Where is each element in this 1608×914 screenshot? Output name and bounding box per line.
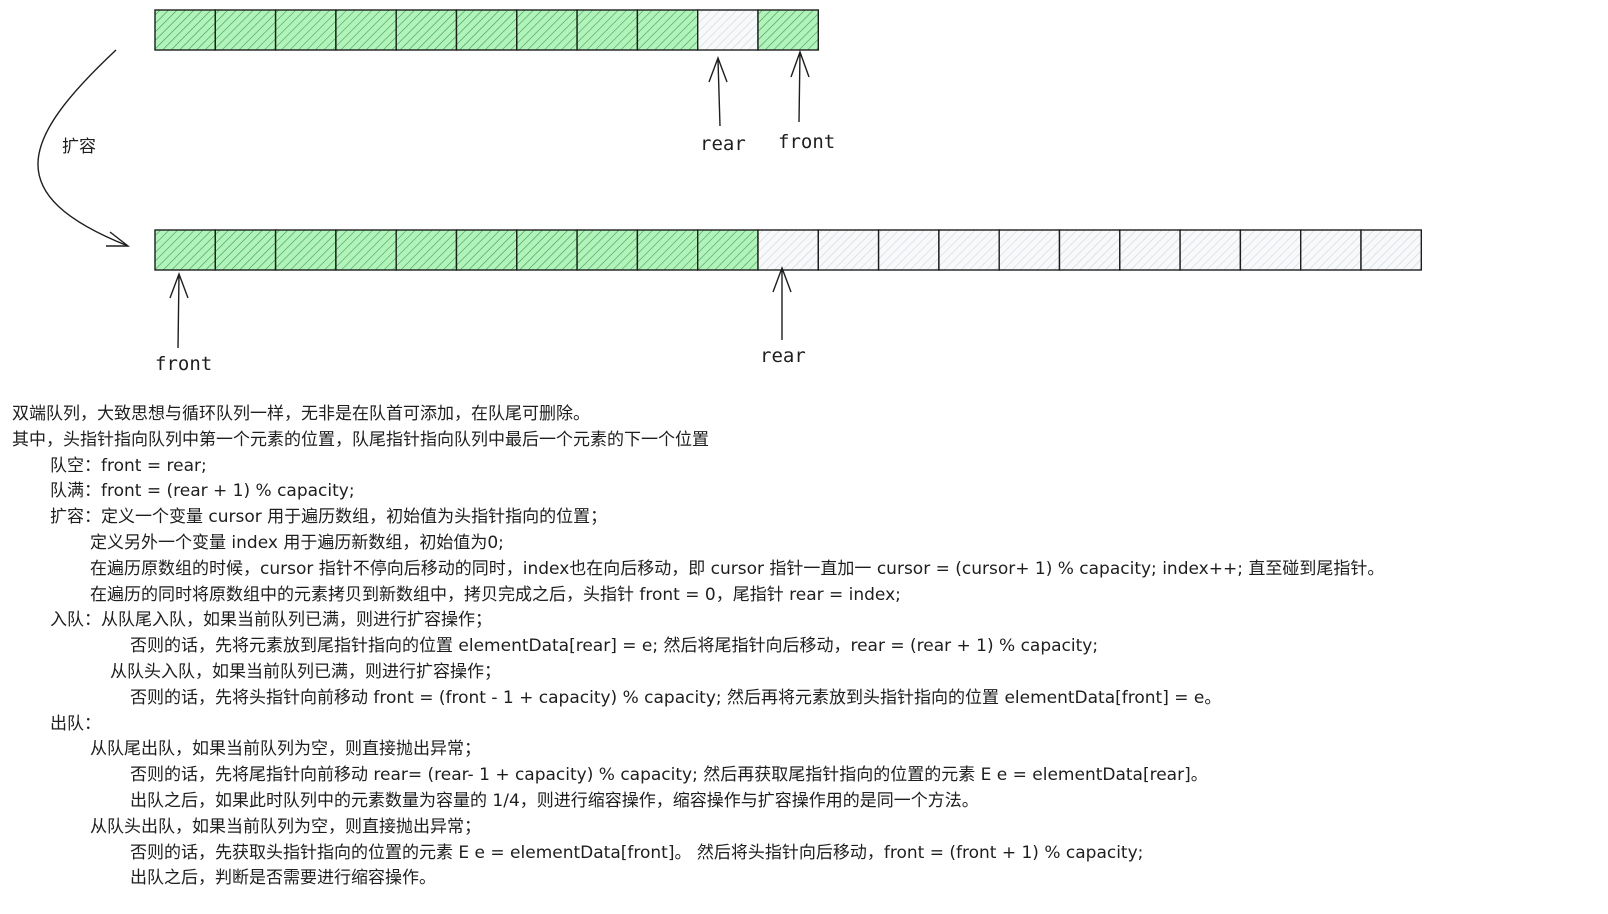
top-array-cell-filled (576, 9, 639, 51)
note-line: 否则的话，先获取头指针指向的位置的元素 E e = elementData[fr… (130, 842, 1144, 863)
top-array-cell-filled (757, 9, 819, 51)
bottom-front-label: front (155, 353, 212, 375)
note-line: 否则的话，先将尾指针向前移动 rear= (rear- 1 + capacity… (130, 765, 1208, 786)
top-front-label: front (778, 131, 835, 153)
bottom-array-cell-empty (1299, 229, 1362, 271)
bottom-array (154, 229, 1422, 271)
bottom-array-cell-filled (395, 229, 458, 271)
bottom-array-cell-filled (274, 229, 337, 271)
note-line: 其中，头指针指向队列中第一个元素的位置，队尾指针指向队列中最后一个元素的下一个位… (12, 429, 709, 450)
note-line: 出队： (50, 713, 101, 734)
top-array-cell-filled (214, 9, 277, 51)
expand-arrow (37, 49, 129, 247)
top-front-pointer: front (778, 49, 835, 153)
note-line: 从队尾出队，如果当前队列为空，则直接抛出异常； (90, 739, 481, 760)
top-array-cell-filled (455, 9, 518, 51)
note-line: 否则的话，先将元素放到尾指针指向的位置 elementData[rear] = … (130, 636, 1099, 657)
bottom-front-pointer: front (155, 272, 212, 375)
note-line: 出队之后，判断是否需要进行缩容操作。 (130, 868, 436, 889)
bottom-array-cell-filled (154, 229, 216, 271)
note-line: 在遍历的同时将原数组中的元素拷贝到新数组中，拷贝完成之后，头指针 front =… (90, 584, 901, 605)
bottom-array-cell-filled (214, 229, 277, 271)
top-array-cell-filled (516, 9, 578, 51)
bottom-array-cell-filled (636, 229, 699, 271)
note-line: 队空：front = rear; (50, 455, 207, 476)
note-line: 队满：front = (rear + 1) % capacity; (50, 481, 355, 502)
bottom-rear-label: rear (760, 345, 806, 367)
bottom-array-cell-empty (757, 229, 819, 271)
note-line: 双端队列，大致思想与循环队列一样，无非是在队首可添加，在队尾可删除。 (12, 404, 590, 424)
top-array (154, 9, 819, 51)
note-line: 从队头出队，如果当前队列为空，则直接抛出异常； (90, 816, 481, 837)
bottom-array-cell-empty (998, 229, 1061, 271)
bottom-array-cell-empty (938, 229, 1000, 271)
note-line: 定义另外一个变量 index 用于遍历新数组，初始值为0; (90, 532, 504, 553)
bottom-array-cell-empty (817, 229, 880, 271)
note-line: 否则的话，先将头指针向前移动 front = (front - 1 + capa… (130, 687, 1222, 708)
top-array-cell-filled (636, 9, 699, 51)
bottom-array-cell-empty (1119, 229, 1181, 271)
top-rear-label: rear (700, 133, 746, 155)
bottom-array-cell-empty (1179, 229, 1242, 271)
expand-arrow-head (106, 231, 131, 247)
bottom-array-cell-empty (1360, 229, 1422, 271)
top-array-cell-filled (154, 9, 216, 51)
note-line: 入队：从队尾入队，如果当前队列已满，则进行扩容操作； (50, 610, 492, 631)
top-array-cell-filled (274, 9, 337, 51)
top-array-cell-empty (697, 9, 759, 51)
note-line: 在遍历原数组的时候，cursor 指针不停向后移动的同时，index也在向后移动… (90, 558, 1385, 579)
bottom-array-cell-filled (335, 229, 397, 271)
note-line: 从队头入队，如果当前队列已满，则进行扩容操作； (110, 661, 501, 682)
bottom-array-cell-filled (576, 229, 639, 271)
bottom-array-cell-filled (697, 229, 759, 271)
note-line: 扩容：定义一个变量 cursor 用于遍历数组，初始值为头指针指向的位置； (50, 507, 608, 528)
bottom-array-cell-filled (455, 229, 518, 271)
bottom-array-cell-filled (516, 229, 578, 271)
note-line: 出队之后，如果此时队列中的元素数量为容量的 1/4，则进行缩容操作，缩容操作与扩… (130, 790, 979, 811)
top-array-cell-filled (335, 9, 397, 51)
bottom-array-cell-empty (1239, 229, 1302, 271)
notes-panel: 双端队列，大致思想与循环队列一样，无非是在队首可添加，在队尾可删除。其中，头指针… (12, 402, 1602, 892)
bottom-rear-pointer: rear (760, 266, 806, 367)
top-array-cell-filled (395, 9, 458, 51)
expand-label: 扩容 (62, 137, 96, 157)
top-rear-pointer: rear (700, 56, 746, 155)
bottom-array-cell-empty (1058, 229, 1121, 271)
bottom-array-cell-empty (877, 229, 940, 271)
